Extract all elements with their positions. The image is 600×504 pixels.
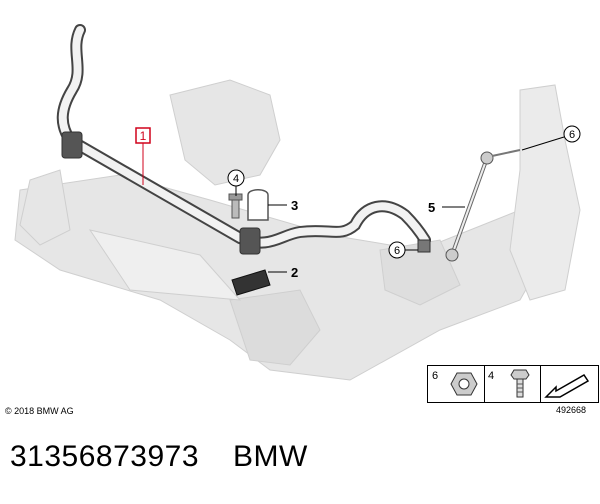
copyright-text: © 2018 BMW AG (5, 406, 74, 416)
stabilizer-bar (56, 24, 431, 249)
callout-5-label: 5 (428, 200, 435, 215)
callout-5: 5 (428, 200, 465, 215)
brand-name: BMW (233, 440, 308, 473)
direction-arrow-icon (544, 374, 590, 398)
bushing-right (239, 227, 261, 255)
callout-4: 4 (227, 169, 245, 196)
bracket-part (231, 269, 271, 296)
legend-cell-arrow (540, 366, 598, 402)
parts-legend: 6 4 (427, 365, 599, 403)
bushing-left (61, 131, 83, 159)
subframe-illustration (14, 79, 581, 381)
callout-6-lower-label: 6 (394, 245, 400, 257)
legend-number-nut: 6 (432, 370, 439, 382)
link-rod-part (417, 149, 521, 262)
callout-6-top: 6 (521, 125, 581, 151)
part-number: 31356873973 (10, 440, 200, 473)
callout-3: 3 (268, 198, 298, 213)
callouts: 1 2 3 4 5 6 (135, 125, 581, 280)
footer-caption: 31356873973 BMW (10, 440, 308, 474)
bolt-icon (510, 369, 530, 398)
callout-2-label: 2 (291, 265, 298, 280)
callout-6-top-label: 6 (569, 129, 575, 141)
callout-1-label: 1 (140, 129, 147, 143)
reference-number: 492668 (556, 405, 587, 415)
suspension-diagram: 1 2 3 4 5 6 (14, 24, 581, 381)
legend-number-bolt: 4 (488, 370, 495, 382)
bushing-clamp-part (247, 189, 269, 221)
callout-3-label: 3 (291, 198, 298, 213)
callout-2: 2 (268, 265, 298, 280)
hex-nut-icon (450, 372, 478, 396)
callout-1: 1 (135, 127, 151, 185)
legend-cell-nut: 6 (428, 366, 485, 402)
callout-6-lower: 6 (388, 241, 418, 259)
legend-cell-bolt: 4 (484, 366, 541, 402)
callout-4-label: 4 (233, 173, 239, 185)
